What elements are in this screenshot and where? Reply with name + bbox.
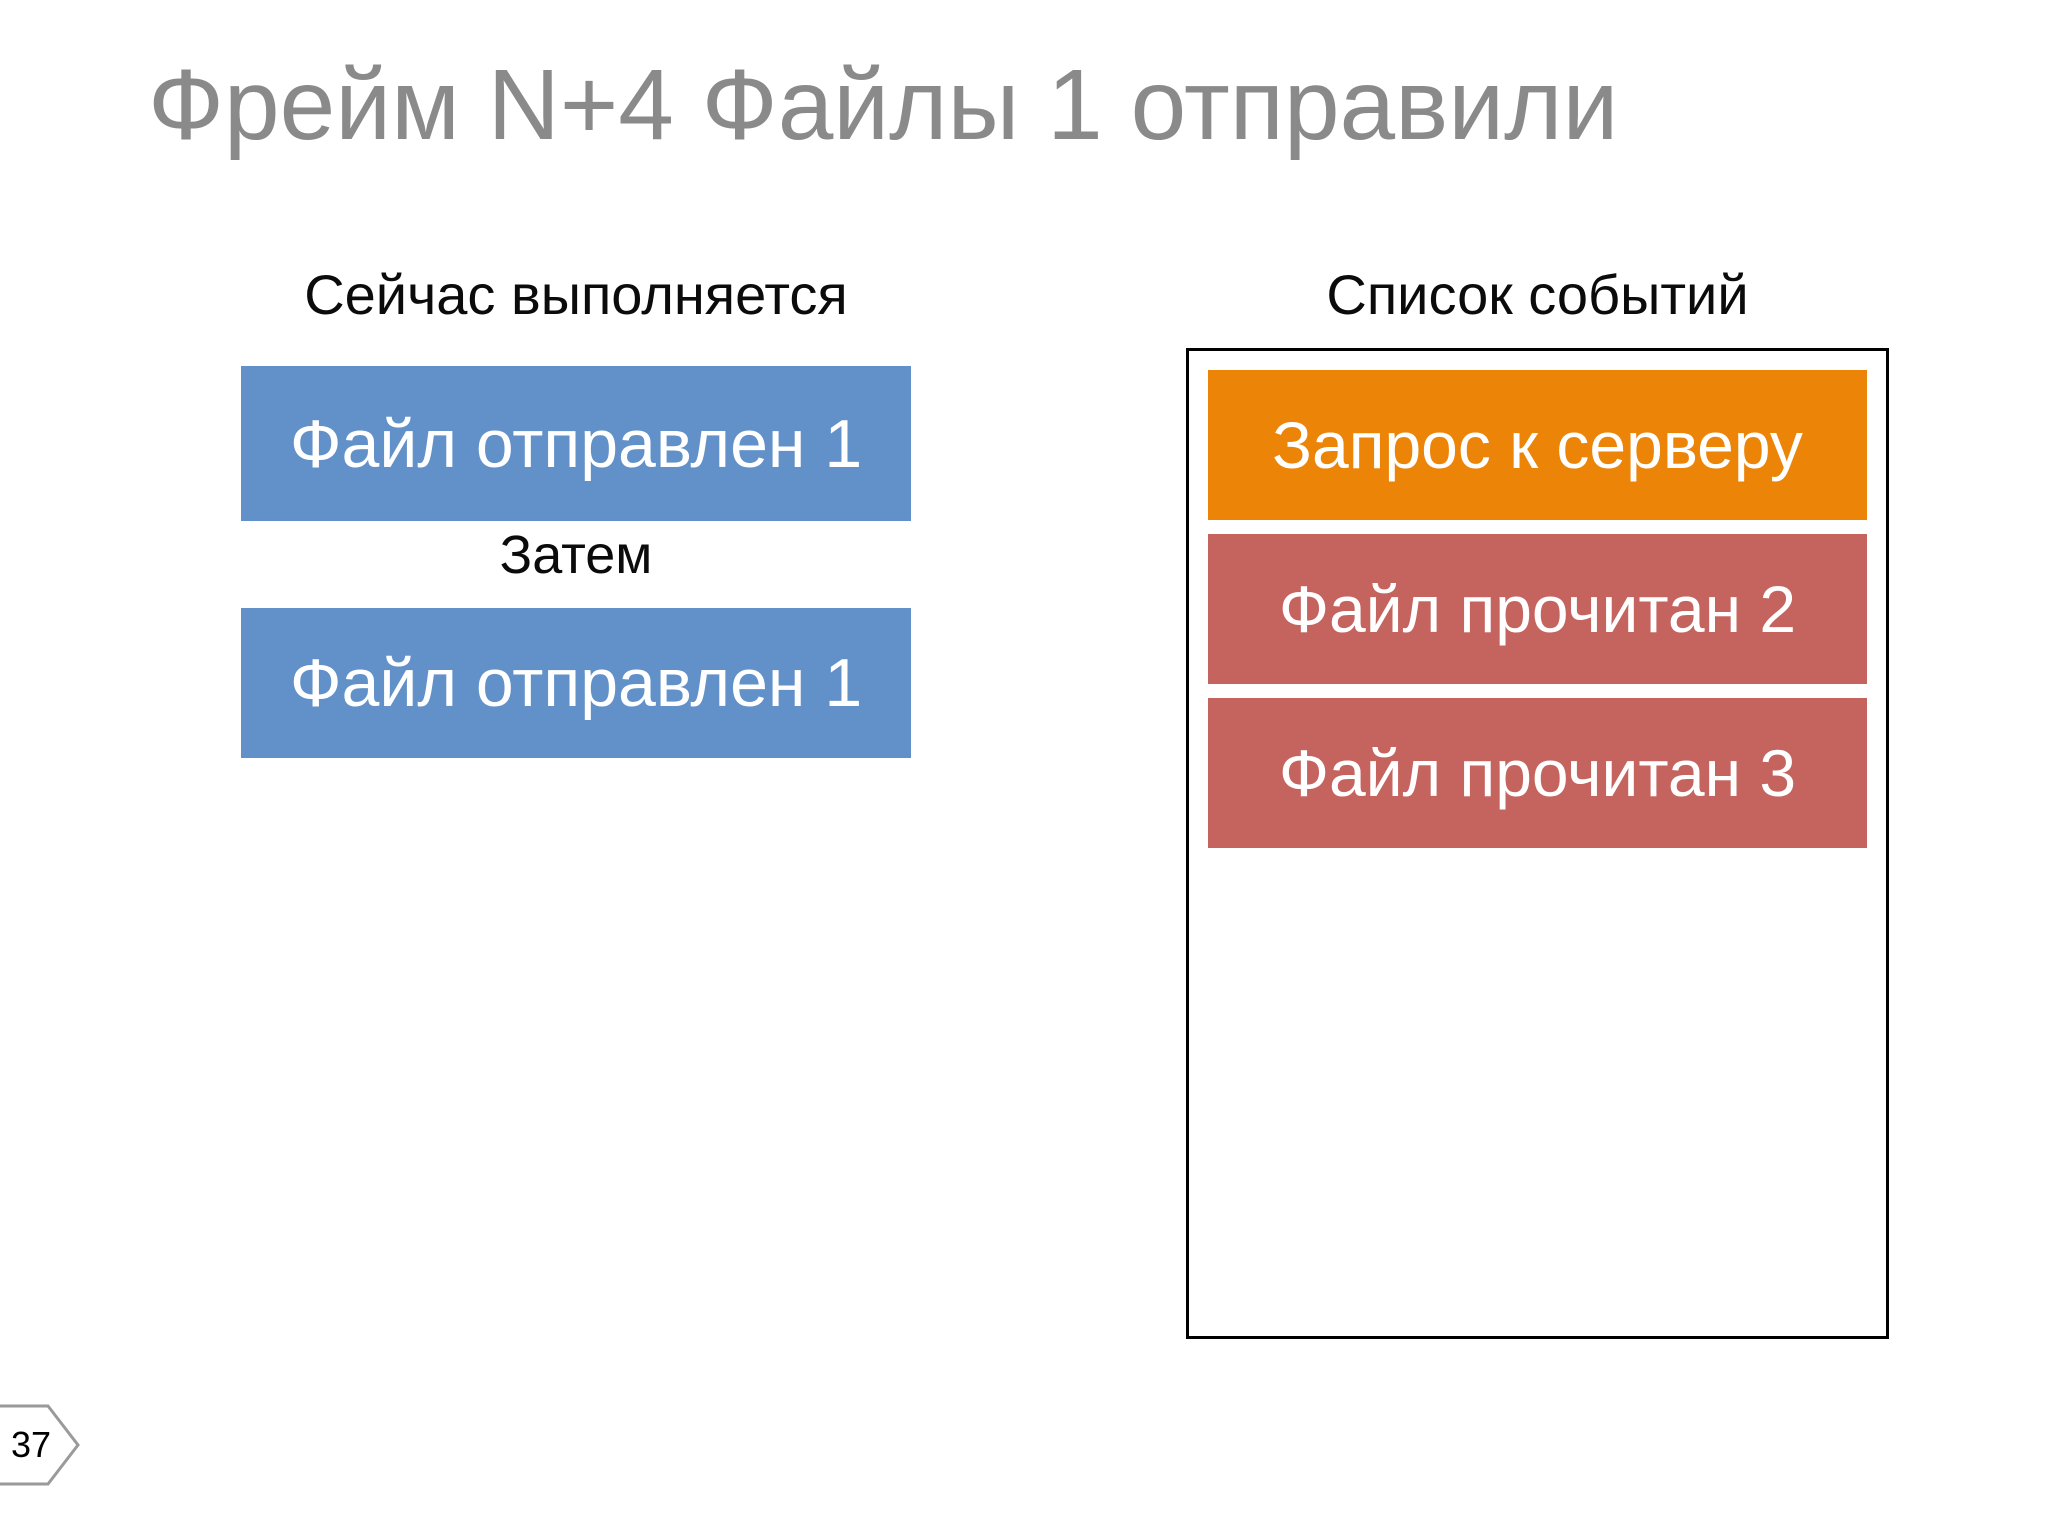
current-task-label: Файл отправлен 1 xyxy=(289,405,863,482)
event-item-server-request: Запрос к серверу xyxy=(1208,370,1867,520)
badge-arrow-shape xyxy=(0,1404,80,1486)
next-task-box: Файл отправлен 1 xyxy=(241,608,911,758)
page-number: 37 xyxy=(10,1424,52,1465)
event-item-label: Файл прочитан 2 xyxy=(1278,572,1797,646)
page-number-badge: 37 xyxy=(0,1398,82,1492)
next-task-label: Файл отправлен 1 xyxy=(289,645,863,721)
event-list-container: Запрос к серверу Файл прочитан 2 Файл пр… xyxy=(1186,348,1889,1339)
current-task-box: Файл отправлен 1 xyxy=(241,366,911,521)
event-item-label: Файл прочитан 3 xyxy=(1278,736,1797,810)
event-item-file-read-3: Файл прочитан 3 xyxy=(1208,698,1867,848)
now-column-header: Сейчас выполняется xyxy=(304,263,848,326)
badge-arrow-polygon xyxy=(0,1404,80,1486)
then-label: Затем xyxy=(499,525,653,585)
slide-title: Фрейм N+4 Файлы 1 отправили xyxy=(148,49,1619,161)
events-column-header: Список событий xyxy=(1326,263,1749,326)
event-item-file-read-2: Файл прочитан 2 xyxy=(1208,534,1867,684)
event-item-label: Запрос к серверу xyxy=(1272,408,1803,482)
